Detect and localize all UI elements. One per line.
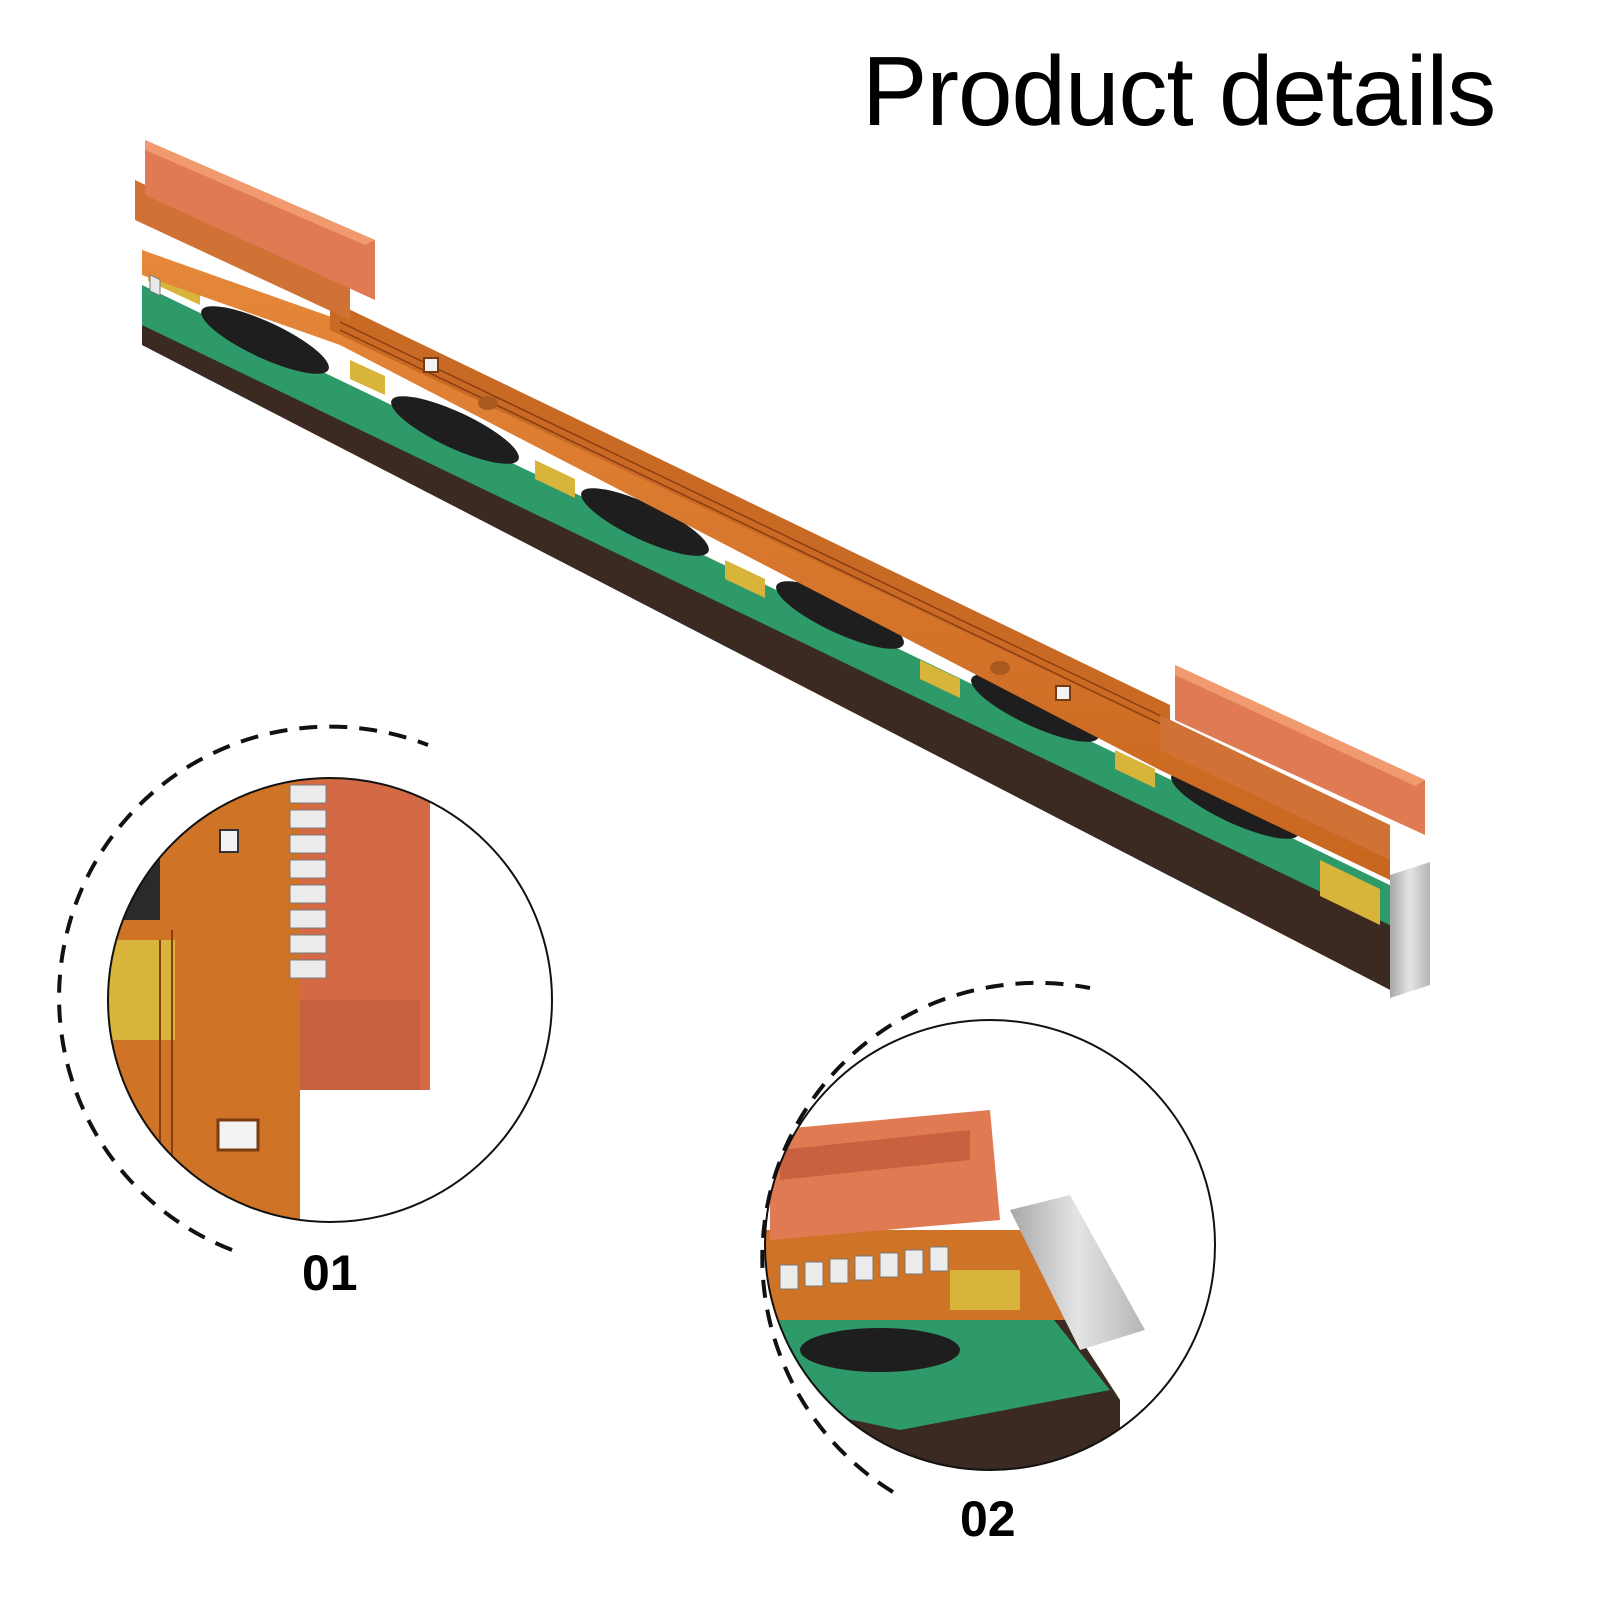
detail-label-02: 02	[960, 1491, 1016, 1547]
page-title: Product details	[862, 36, 1496, 146]
printhead-main	[135, 140, 1430, 998]
detail-circle-02	[760, 980, 1216, 1494]
detail-label-01: 01	[302, 1245, 358, 1301]
detail-circle-01	[57, 724, 553, 1252]
